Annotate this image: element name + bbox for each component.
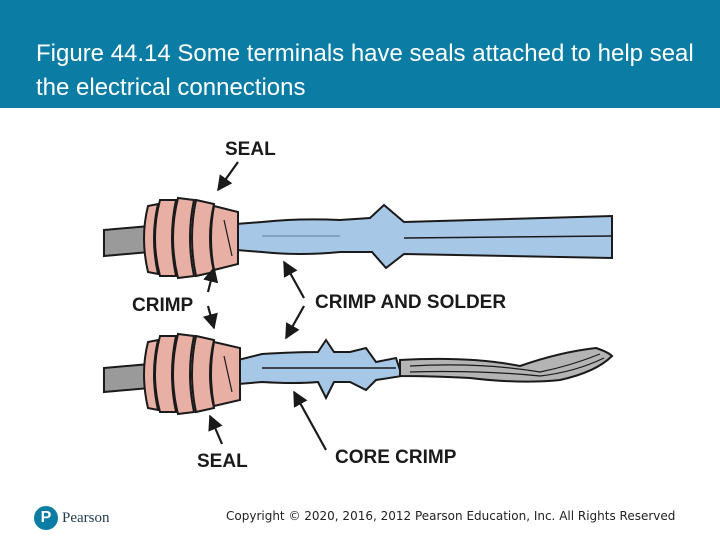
title-bar: Figure 44.14 Some terminals have seals a… (0, 0, 720, 108)
label-crimp-and-solder: CRIMP AND SOLDER (315, 292, 506, 313)
arrow-crimp-bottom (202, 305, 218, 330)
top-terminal-body (235, 203, 613, 270)
slide-title: Figure 44.14 Some terminals have seals a… (36, 40, 694, 101)
arrow-crimp-solder-top (283, 260, 305, 299)
copyright-notice: Copyright © 2020, 2016, 2012 Pearson Edu… (226, 509, 676, 523)
arrow-crimp-solder-bottom (285, 305, 305, 340)
label-crimp: CRIMP (132, 295, 194, 316)
bottom-terminal (103, 332, 614, 416)
bottom-seal (143, 332, 241, 416)
bottom-terminal-body (237, 338, 404, 401)
top-terminal (103, 196, 613, 280)
label-core-crimp: CORE CRIMP (335, 447, 457, 468)
pearson-logo: P Pearson (34, 505, 110, 531)
arrow-seal-bottom (208, 414, 224, 445)
pearson-logo-icon: P (34, 506, 58, 530)
callout-arrows (202, 161, 327, 451)
label-seal-bottom: SEAL (197, 451, 248, 472)
arrow-core-crimp (293, 390, 327, 451)
arrow-seal-top (217, 161, 239, 192)
top-seal (143, 196, 239, 280)
terminal-seal-diagram: SEAL CRIMP CRIMP AND SOLDER SEAL CORE CR… (0, 108, 720, 488)
terminal-seal-drawing: SEAL CRIMP CRIMP AND SOLDER SEAL CORE CR… (103, 139, 614, 472)
pearson-logo-text: Pearson (62, 509, 110, 526)
arrow-crimp-top (203, 266, 219, 293)
label-seal-top: SEAL (225, 139, 276, 160)
